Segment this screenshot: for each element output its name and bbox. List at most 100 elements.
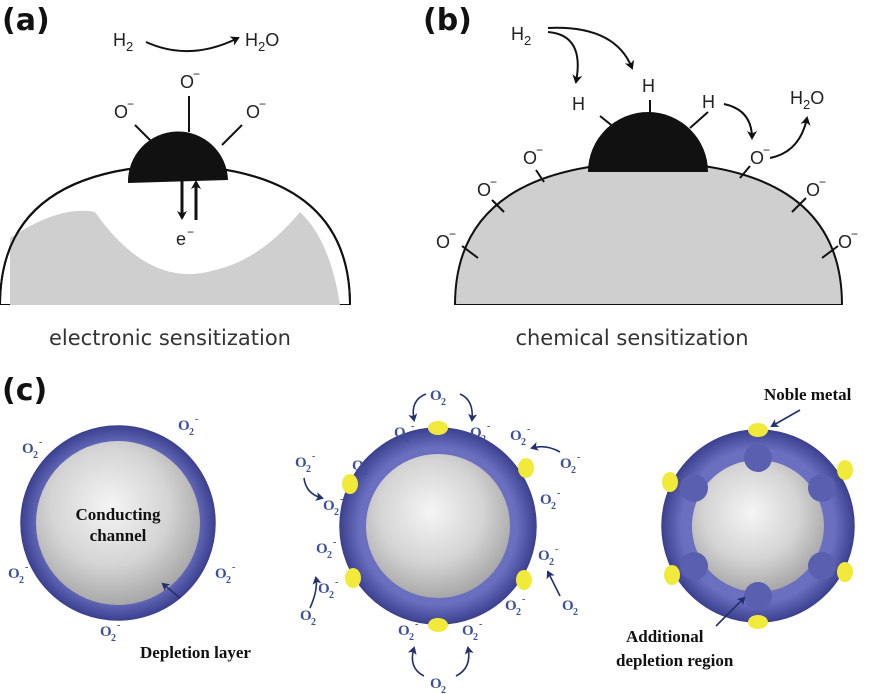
svg-text:O: O	[562, 598, 574, 614]
noble-metal-particle	[518, 458, 534, 478]
svg-text:2: 2	[549, 557, 554, 568]
svg-text:O: O	[22, 441, 34, 457]
svg-text:O: O	[394, 425, 406, 441]
ion-b-5: O	[806, 180, 820, 200]
ion-right-a: O	[246, 102, 260, 122]
additional-depletion-pointer	[715, 596, 746, 627]
svg-text:O: O	[430, 388, 442, 404]
svg-text:-: -	[415, 619, 418, 630]
ion-b-2: O	[477, 180, 491, 200]
noble-metal-particle	[748, 615, 768, 629]
noble-metal-particle	[342, 474, 358, 494]
reaction-arrow-a	[145, 36, 240, 52]
svg-text:−: −	[259, 97, 266, 111]
ion-left-a: O	[114, 102, 128, 122]
svg-text:2: 2	[189, 427, 194, 438]
svg-text:2: 2	[363, 467, 368, 478]
water-formation-arrow	[769, 116, 811, 159]
svg-text:2: 2	[306, 464, 311, 475]
svg-text:−: −	[819, 175, 826, 189]
noble-metal-particle	[664, 565, 680, 585]
svg-text:2: 2	[111, 633, 116, 644]
svg-text:2: 2	[33, 450, 38, 461]
ion-b-4: O	[750, 148, 764, 168]
ion-b-1: O	[523, 148, 537, 168]
panel-b-label: (b)	[423, 3, 472, 38]
svg-text:-: -	[117, 620, 120, 631]
svg-text:2: 2	[573, 607, 578, 618]
svg-text:O: O	[215, 566, 227, 582]
depletion-region-a	[10, 210, 340, 305]
svg-text:O: O	[323, 498, 335, 514]
noble-metal-pointer	[770, 409, 801, 427]
svg-text:-: -	[333, 537, 336, 548]
catalyst-particle-a	[127, 131, 228, 183]
svg-text:-: -	[335, 577, 338, 588]
svg-text:-: -	[479, 619, 482, 630]
adsorption-arrow	[455, 646, 474, 677]
svg-text:O: O	[316, 541, 328, 557]
svg-text:O: O	[430, 676, 442, 692]
svg-text:-: -	[369, 454, 372, 465]
svg-text:2: 2	[441, 397, 446, 408]
noble-metal-particle	[662, 472, 678, 492]
svg-text:-: -	[312, 451, 315, 462]
svg-text:O: O	[462, 623, 474, 639]
svg-text:O: O	[178, 418, 190, 434]
electron-label: e	[176, 229, 186, 249]
svg-text:-: -	[195, 414, 198, 425]
additional-depletion-label-1: Additional	[626, 627, 704, 646]
svg-text:2: 2	[571, 465, 576, 476]
svg-text:O: O	[540, 492, 552, 508]
noble-metal-particle	[837, 460, 853, 480]
dissociation-arrow-2	[547, 26, 635, 70]
svg-text:-: -	[557, 488, 560, 499]
catalyst-particle-b	[588, 112, 708, 172]
svg-text:2: 2	[226, 575, 231, 586]
dissociation-arrow-1	[547, 31, 583, 84]
panel-c: (c) Conducting channel Depletion layer O…	[2, 373, 855, 694]
particle-with-noble-metal: Noble metal Additional depletion region	[616, 385, 855, 670]
h2-reactant-a: H2	[113, 30, 133, 54]
noble-metal-particle	[428, 618, 448, 632]
adsorption-arrow	[546, 570, 561, 597]
svg-text:−: −	[851, 227, 858, 241]
svg-text:-: -	[577, 452, 580, 463]
adsorption-arrow	[408, 393, 427, 422]
svg-text:−: −	[536, 143, 543, 157]
ion-top-a: O	[180, 72, 194, 92]
ion-b-6: O	[838, 232, 852, 252]
svg-text:-: -	[39, 437, 42, 448]
svg-text:−: −	[127, 97, 134, 111]
svg-text:2: 2	[481, 434, 486, 445]
svg-text:−: −	[449, 227, 456, 241]
svg-text:2: 2	[473, 632, 478, 643]
h-atom-2: H	[642, 76, 655, 96]
svg-text:-: -	[527, 424, 530, 435]
adsorption-arrow	[407, 646, 425, 677]
caption-b: chemical sensitization	[515, 326, 748, 350]
adsorption-arrow	[303, 477, 324, 501]
additional-depletion-label-2: depletion region	[616, 651, 734, 670]
svg-text:O: O	[318, 581, 330, 597]
svg-text:O: O	[510, 428, 522, 444]
svg-text:−: −	[193, 67, 200, 81]
svg-text:2: 2	[329, 590, 334, 601]
svg-text:O: O	[8, 566, 20, 582]
conducting-channel-label-1: Conducting	[75, 505, 161, 524]
